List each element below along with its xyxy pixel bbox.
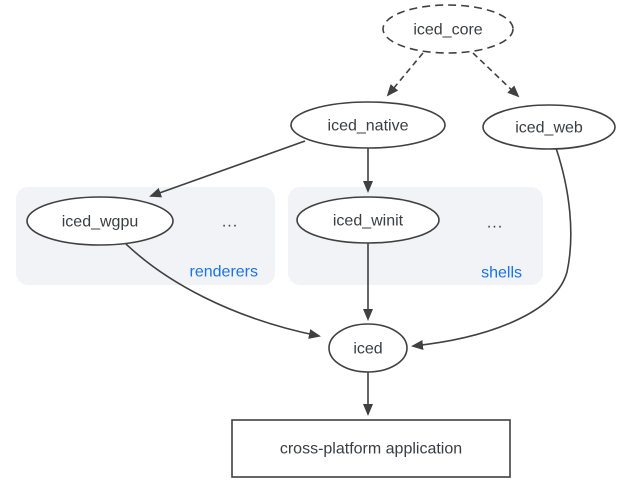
node-iced-label: iced [353,341,382,358]
renderers-group-label: renderers [190,264,258,281]
edge-iced_web-to-iced [411,147,572,350]
node-iced-wgpu-label: iced_wgpu [62,214,139,231]
node-application-label: cross-platform application [280,441,462,458]
node-iced-web-label: iced_web [515,120,583,137]
node-iced-native-label: iced_native [328,118,409,135]
node-iced-core-label: iced_core [413,22,482,39]
node-iced-winit-label: iced_winit [333,213,404,230]
shells-group-label: shells [481,265,522,282]
node-iced [328,323,408,373]
node-iced-native [290,101,446,149]
renderers-ellipsis: ... [222,214,238,231]
node-iced-winit [296,196,440,244]
edge-iced_core-to-iced_native [386,52,424,97]
node-iced-web [482,104,616,150]
node-iced-wgpu [26,196,174,246]
shells-ellipsis: ... [487,215,503,232]
edge-iced_core-to-iced_web [472,52,520,98]
edge-iced_native-to-iced_wgpu [149,140,306,198]
node-application [231,419,511,478]
node-iced-core [382,4,514,54]
edge-iced_wgpu-to-iced [125,243,321,339]
